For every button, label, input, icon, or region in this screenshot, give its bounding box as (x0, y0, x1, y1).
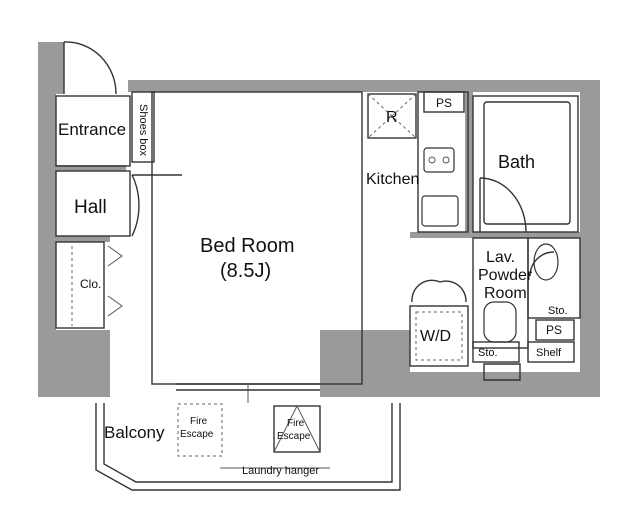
wall-hall-divider (56, 165, 126, 171)
lav-label-line1: Lav. (486, 249, 515, 266)
shoes-box-outline (131, 91, 155, 163)
walls (38, 42, 600, 397)
entrance-door (63, 41, 117, 95)
laundry-hanger-label: Laundry hanger (242, 465, 319, 477)
ps-top-box (423, 91, 465, 113)
ps-top-label: PS (436, 96, 452, 110)
bath-door (479, 177, 527, 233)
sink (421, 195, 459, 227)
bathtub (483, 101, 571, 225)
fire-escape-1-line2: Escape (180, 429, 214, 440)
storage-bottom-label: Sto. (478, 347, 498, 359)
washstand-outline (527, 237, 581, 319)
stove (423, 147, 455, 173)
ps-lower-label: PS (546, 323, 562, 337)
wd-double-door (411, 279, 467, 303)
shelf-box (527, 341, 575, 363)
wd-label: W/D (420, 328, 451, 345)
refrigerator-box (367, 93, 417, 139)
wd-inner (415, 311, 463, 361)
hall-outline (55, 170, 131, 237)
entrance-label: Entrance (58, 120, 126, 139)
hall-door (131, 174, 182, 237)
storage-bottom-box (472, 341, 520, 363)
wall-left (38, 42, 56, 397)
fire-escape-2-hatch (273, 405, 321, 453)
balcony-label: Balcony (104, 423, 165, 442)
refrigerator-label: R (386, 109, 398, 126)
wall-top (128, 80, 600, 92)
shelf-label: Shelf (536, 347, 562, 359)
kitchen-label: Kitchen (366, 171, 419, 188)
wall-closet-divider (56, 236, 110, 242)
hall-label: Hall (74, 197, 107, 218)
lav-door (529, 251, 555, 277)
wall-lower-left (38, 330, 110, 397)
closet-label: Clo. (80, 277, 101, 291)
lav-step (483, 363, 521, 381)
lav-label-line2: Powder (478, 267, 533, 284)
wall-right (580, 80, 600, 385)
bed-room-size-label: (8.5J) (220, 260, 271, 282)
closet-doors (107, 245, 123, 317)
labels: Entrance Shoes box Hall Clo. Bed Room (8… (58, 96, 568, 477)
bath-label: Bath (498, 152, 535, 172)
wall-bath-lav (410, 232, 580, 238)
washbasin (533, 243, 559, 281)
doors (63, 41, 555, 381)
wall-kitchen-bath (465, 92, 473, 232)
wall-lower-right (410, 372, 600, 397)
fire-escape-1-line1: Fire (190, 416, 208, 427)
bed-room-label: Bed Room (200, 235, 295, 257)
storage-right-label: Sto. (548, 305, 568, 317)
closet-outline (55, 241, 105, 329)
fire-escape-2-line2: Escape (277, 431, 311, 442)
balcony-outline (95, 403, 401, 491)
lav-label-line3: Room (484, 285, 527, 302)
fire-escape-2-line1: Fire (287, 418, 305, 429)
wd-outline (409, 305, 469, 367)
wall-lower-middle (320, 330, 410, 397)
shoes-box-label: Shoes box (137, 104, 149, 156)
wall-entrance-jamb (56, 42, 64, 94)
ps-lower-box (535, 319, 575, 341)
toilet (483, 301, 517, 343)
entrance-outline (55, 95, 131, 167)
